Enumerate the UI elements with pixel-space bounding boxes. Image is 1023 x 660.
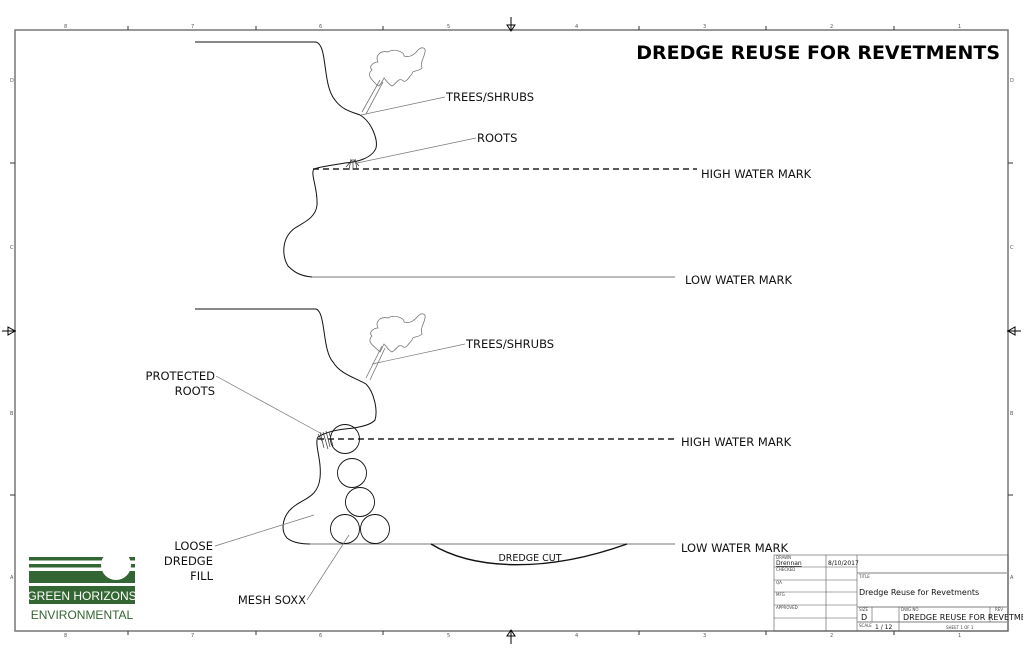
title-block — [773, 554, 1009, 632]
zone-row-b-right: B — [1010, 411, 1014, 417]
protected-roots-leader — [215, 375, 323, 435]
drawn-by-value: Drennan — [776, 560, 802, 567]
bottom-zone-markers: 8 7 6 5 4 3 2 1 — [64, 631, 961, 639]
logo-line-2: ENVIRONMENTAL — [31, 608, 134, 622]
logo-line-1: GREEN HORIZONS — [27, 589, 136, 603]
mesh-soxx-label: MESH SOXX — [238, 593, 306, 607]
zone-col-4-top: 4 — [575, 24, 578, 30]
zone-col-5-top: 5 — [447, 24, 450, 30]
sun-icon — [101, 550, 131, 580]
upper-roots-icon — [345, 158, 360, 171]
zone-col-2-top: 2 — [830, 24, 833, 30]
upper-trees-label: TREES/SHRUBS — [445, 90, 534, 104]
drawn-date-value: 8/10/2017 — [828, 560, 859, 567]
loose-fill-label-3: FILL — [190, 569, 213, 583]
center-mark-bottom — [506, 629, 516, 644]
protected-roots-icon — [317, 430, 334, 450]
loose-fill-label-2: DREDGE — [164, 554, 213, 568]
soxx-circle — [360, 514, 390, 544]
zone-row-c-right: C — [1010, 245, 1014, 251]
soxx-circle — [337, 458, 367, 488]
upper-roots-leader — [356, 137, 477, 164]
zone-col-8-top: 8 — [64, 24, 67, 30]
zone-row-d-left: D — [10, 78, 14, 84]
zone-col-5-bottom: 5 — [447, 633, 450, 639]
protected-roots-label-1: PROTECTED — [146, 369, 216, 383]
lower-high-water-label: HIGH WATER MARK — [681, 435, 792, 449]
lower-low-water-label: LOW WATER MARK — [681, 541, 789, 555]
zone-col-4-bottom: 4 — [575, 633, 578, 639]
upper-roots-label: ROOTS — [477, 131, 517, 145]
zone-col-8-bottom: 8 — [64, 633, 67, 639]
dwg-no-value: DREDGE REUSE FOR REVETMENTS — [903, 613, 1023, 622]
soxx-circle — [330, 424, 360, 454]
zone-col-3-bottom: 3 — [703, 633, 706, 639]
rev-label: REV — [995, 607, 1003, 612]
mesh-soxx-stack — [330, 424, 390, 544]
dredge-cut-curve — [430, 543, 628, 566]
sheet-value: SHEET 1 OF 1 — [946, 625, 974, 630]
zone-row-d-right: D — [1010, 78, 1014, 84]
zone-col-6-top: 6 — [319, 24, 322, 30]
lower-trees-leader — [371, 343, 466, 365]
mfg-label: MFG — [776, 592, 785, 597]
side-zone-markers: D C B A D C B A — [10, 78, 1014, 581]
approved-label: APPROVED — [776, 605, 798, 610]
scale-label: SCALE — [859, 623, 872, 628]
zone-col-7-top: 7 — [191, 24, 194, 30]
zone-col-1-bottom: 1 — [958, 633, 961, 639]
zone-col-7-bottom: 7 — [191, 633, 194, 639]
lower-trees-label: TREES/SHRUBS — [465, 337, 554, 351]
upper-high-water-label: HIGH WATER MARK — [701, 167, 812, 181]
company-logo: GREEN HORIZONS ENVIRONMENTAL — [27, 550, 137, 622]
zone-row-b-left: B — [10, 411, 14, 417]
drawn-label: DRAWN — [776, 555, 791, 560]
title-field-value: Dredge Reuse for Revetments — [859, 588, 979, 597]
sheet-border — [14, 29, 1009, 632]
soxx-circle — [330, 514, 360, 544]
upper-trees-leader — [360, 96, 446, 116]
loose-fill-label-1: LOOSE — [174, 539, 213, 553]
mesh-soxx-leader — [306, 534, 350, 601]
center-mark-top — [506, 17, 516, 32]
zone-row-a-right: A — [1010, 575, 1014, 581]
zone-col-1-top: 1 — [958, 24, 961, 30]
title-field-label: TITLE — [858, 574, 870, 579]
dredge-cut-label: DREDGE CUT — [498, 553, 561, 564]
lower-bank-profile — [195, 308, 675, 545]
center-mark-right — [1006, 326, 1021, 336]
center-mark-left — [2, 326, 17, 336]
zone-col-2-bottom: 2 — [830, 633, 833, 639]
upper-tree-icon — [361, 47, 426, 115]
loose-fill-leader — [214, 514, 315, 547]
zone-row-c-left: C — [10, 245, 14, 251]
top-zone-markers: 8 7 6 5 4 3 2 1 — [64, 24, 961, 30]
zone-row-a-left: A — [10, 575, 14, 581]
lower-tree-icon — [365, 313, 426, 381]
zone-col-3-top: 3 — [703, 24, 706, 30]
drawing-title: DREDGE REUSE FOR REVETMENTS — [636, 42, 1000, 64]
size-value: D — [861, 613, 867, 622]
upper-low-water-label: LOW WATER MARK — [685, 273, 793, 287]
soxx-circle — [345, 487, 375, 517]
zone-col-6-bottom: 6 — [319, 633, 322, 639]
size-label: SIZE — [859, 607, 868, 612]
dwg-no-label: DWG NO — [901, 607, 919, 612]
checked-label: CHECKED — [776, 567, 795, 572]
protected-roots-label-2: ROOTS — [175, 384, 215, 398]
qa-label: QA — [776, 580, 782, 585]
scale-value: 1 / 12 — [875, 624, 892, 631]
upper-bank-profile — [195, 41, 675, 278]
